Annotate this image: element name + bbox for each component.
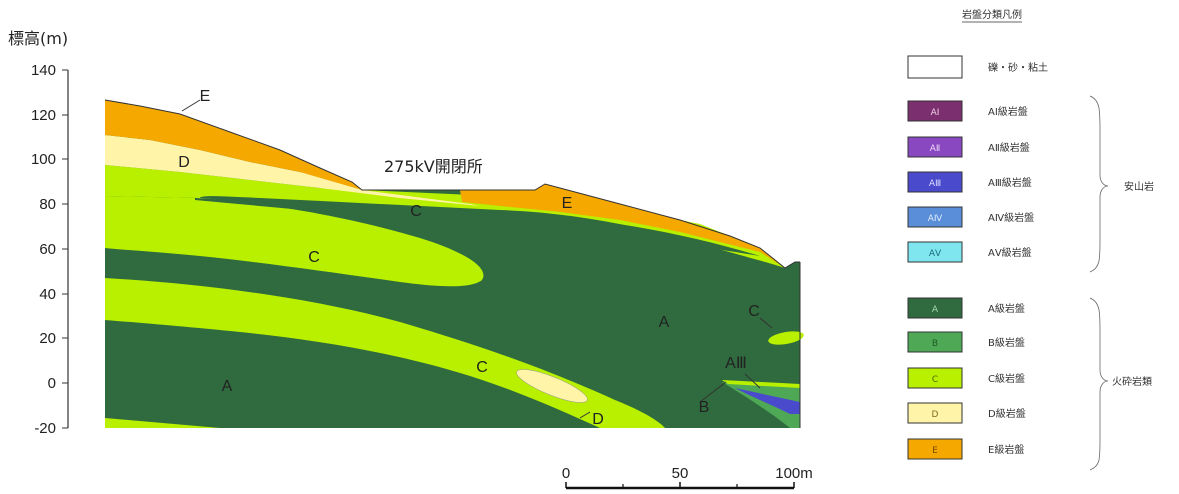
y-tick-label: -20 [34, 420, 56, 437]
legend-item-label: D級岩盤 [988, 407, 1026, 420]
rock-zone-d-lens [516, 369, 588, 403]
zone-label: C [748, 303, 760, 320]
rock-zone-c-strip [722, 380, 800, 388]
rock-zone-c-bottom [105, 418, 220, 428]
legend-swatch-code: A [932, 305, 939, 315]
zone-label: E [562, 195, 573, 212]
legend: 岩盤分類凡例 礫・砂・粘土 AⅠ AⅠ級岩盤 AⅡ AⅡ級岩盤 AⅢ AⅢ級岩盤 AⅣ AⅣ級岩… [907, 8, 1154, 471]
legend-item-label: AⅤ級岩盤 [988, 246, 1032, 259]
y-tick-label: 60 [39, 241, 56, 258]
scale-label: 100m [775, 465, 813, 482]
rock-zone-e-right [460, 184, 785, 268]
legend-item-label: AⅢ級岩盤 [988, 176, 1032, 189]
y-tick-label: 140 [31, 62, 56, 79]
legend-swatch [907, 171, 963, 193]
zone-label: E [200, 88, 211, 105]
legend-swatch-code: AⅣ [928, 214, 943, 224]
rock-zone-a3 [735, 388, 800, 414]
zone-label: B [699, 399, 710, 416]
rock-zone-c-middle [105, 196, 484, 287]
legend-item-label: E級岩盤 [988, 443, 1024, 456]
legend-title: 岩盤分類凡例 [962, 8, 1022, 21]
y-tick-label: 40 [39, 286, 56, 303]
legend-item-label: AⅡ級岩盤 [988, 141, 1030, 154]
legend-group-label: 安山岩 [1124, 180, 1154, 193]
legend-swatch-code: D [932, 410, 939, 420]
y-tick-label: 80 [39, 196, 56, 213]
legend-item-label: AⅣ級岩盤 [988, 211, 1034, 224]
zone-label: C [410, 203, 422, 220]
zone-label: A [659, 314, 670, 331]
legend-item-label: C級岩盤 [988, 372, 1025, 385]
rock-zone-c-lens [768, 331, 804, 345]
y-tick-label: 0 [48, 375, 56, 392]
y-axis-ticks [62, 69, 68, 429]
legend-group-label: 火砕岩類 [1112, 375, 1152, 388]
legend-swatch-code: AⅡ [930, 144, 941, 154]
scale-label: 0 [562, 465, 570, 482]
legend-swatch [907, 100, 963, 122]
legend-item-label: AⅠ級岩盤 [988, 105, 1028, 118]
y-tick-label: 100 [31, 151, 56, 168]
legend-swatch [907, 136, 963, 158]
legend-swatch [907, 331, 963, 353]
legend-swatch-code: B [932, 339, 938, 349]
zone-label: AⅢ [725, 355, 747, 372]
legend-swatch [907, 438, 963, 460]
legend-swatch-code: C [932, 375, 938, 385]
rock-layers [105, 100, 804, 428]
leader-lines [181, 99, 773, 419]
legend-swatch [907, 402, 963, 424]
zone-label: A [222, 378, 233, 395]
legend-item-label: A級岩盤 [988, 302, 1025, 315]
rock-zone-a-wedge [195, 198, 760, 256]
rock-zone-c-lower [105, 278, 665, 428]
legend-item-label: B級岩盤 [988, 336, 1025, 349]
legend-swatch-code: AⅤ [929, 249, 942, 259]
legend-swatch [907, 55, 963, 79]
legend-swatch [907, 206, 963, 228]
scale-bar [565, 482, 795, 490]
legend-item-label: 礫・砂・粘土 [988, 61, 1048, 74]
legend-group-bracket-andesite [1089, 95, 1109, 273]
legend-group-bracket-pyroclastic [1089, 297, 1109, 471]
y-tick-label: 120 [31, 107, 56, 124]
site-label: 275kV開閉所 [384, 157, 483, 176]
zone-label: D [592, 411, 604, 428]
rock-zone-c-upper [105, 165, 785, 268]
rock-zone-e-left [105, 100, 362, 190]
legend-swatch-code: AⅢ [929, 179, 941, 189]
legend-swatch [907, 241, 963, 263]
rock-zone-b [722, 382, 800, 428]
y-tick-label: 20 [39, 330, 56, 347]
scale-label: 50 [672, 465, 689, 482]
y-axis-label: 標高(m) [8, 29, 68, 48]
legend-swatch [907, 297, 963, 319]
legend-swatch-code: AⅠ [931, 108, 940, 118]
legend-swatch [907, 367, 963, 389]
zone-label: D [178, 154, 190, 171]
legend-swatch-code: E [932, 446, 938, 456]
zone-label: C [308, 249, 320, 266]
ground-surface-line [104, 99, 800, 269]
zone-label: C [476, 359, 488, 376]
